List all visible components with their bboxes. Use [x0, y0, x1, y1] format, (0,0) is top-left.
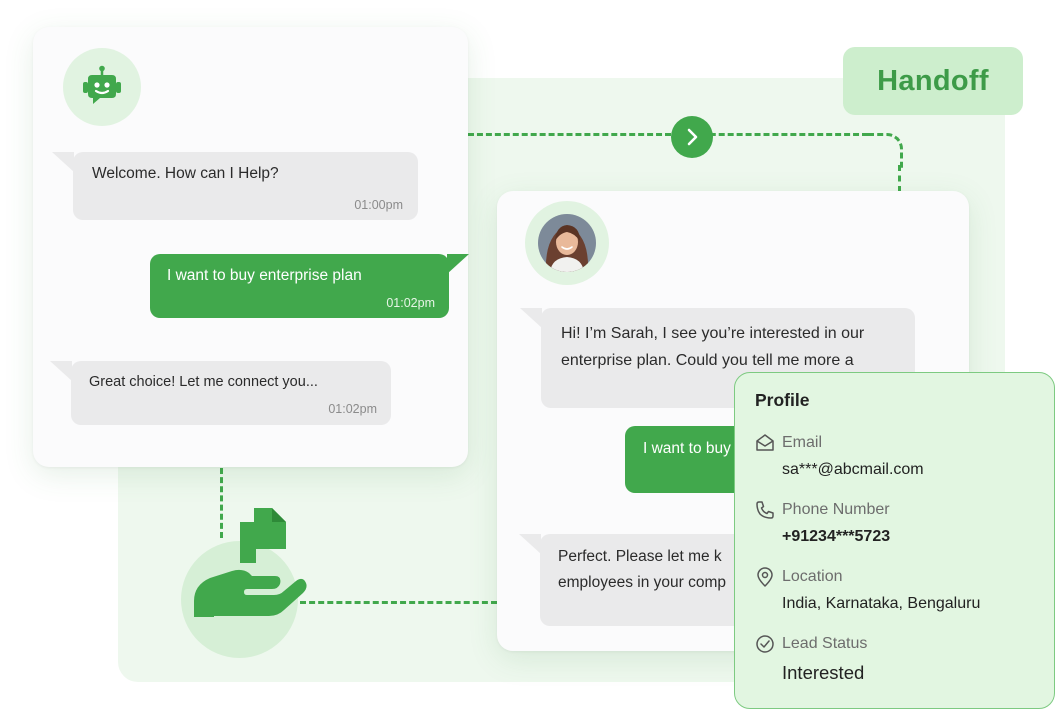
connector-line-right — [898, 165, 901, 192]
email-label: Email — [782, 434, 823, 451]
check-circle-icon — [756, 635, 774, 653]
connector-line-bottom — [300, 601, 497, 604]
message-text: I want to buy — [643, 440, 731, 457]
envelope-icon — [756, 434, 774, 451]
profile-title: Profile — [755, 390, 810, 410]
message-text: Great choice! Let me connect you... — [89, 374, 318, 390]
lead-status-label: Lead Status — [782, 635, 868, 652]
connector-line-left — [220, 468, 223, 538]
connector-line-top — [468, 133, 868, 136]
hand-document-icon — [194, 508, 307, 617]
message-time: 01:02pm — [328, 402, 377, 416]
message-text: I want to buy enterprise plan — [167, 267, 362, 284]
lead-status-value: Interested — [782, 662, 865, 683]
message-time: 01:02pm — [386, 296, 435, 310]
location-value: India, Karnataka, Bengaluru — [782, 595, 981, 612]
chevron-right-icon — [687, 128, 698, 146]
bot-message-bubble: Great choice! Let me connect you... 01:0… — [50, 361, 391, 425]
message-text: Welcome. How can I Help? — [92, 165, 279, 182]
bot-avatar — [63, 48, 141, 126]
phone-icon — [756, 501, 774, 519]
message-text-line2: employees in your comp — [558, 574, 726, 591]
agent-photo — [538, 214, 596, 272]
robot-icon — [83, 65, 121, 104]
location-label: Location — [782, 568, 843, 585]
bot-chat-card: Welcome. How can I Help? 01:00pm I want … — [33, 27, 469, 467]
message-text-line1: Hi! I’m Sarah, I see you’re interested i… — [561, 325, 865, 342]
phone-label: Phone Number — [782, 501, 890, 518]
handoff-arrow-button[interactable] — [671, 116, 713, 158]
bot-message-bubble: Welcome. How can I Help? 01:00pm — [52, 152, 418, 220]
phone-value: +91234***5723 — [782, 528, 891, 545]
email-value: sa***@abcmail.com — [782, 461, 924, 478]
agent-avatar — [525, 201, 609, 285]
connector-corner — [868, 133, 903, 168]
handoff-label: Handoff — [843, 47, 1023, 115]
message-text-line2: enterprise plan. Could you tell me more … — [561, 352, 854, 369]
profile-panel: Profile Email sa***@abcmail.com Phone Nu… — [734, 372, 1055, 709]
user-message-bubble: I want to buy enterprise plan 01:02pm — [150, 254, 469, 318]
message-time: 01:00pm — [354, 198, 403, 212]
message-text-line1: Perfect. Please let me k — [558, 548, 722, 565]
location-pin-icon — [757, 567, 773, 587]
